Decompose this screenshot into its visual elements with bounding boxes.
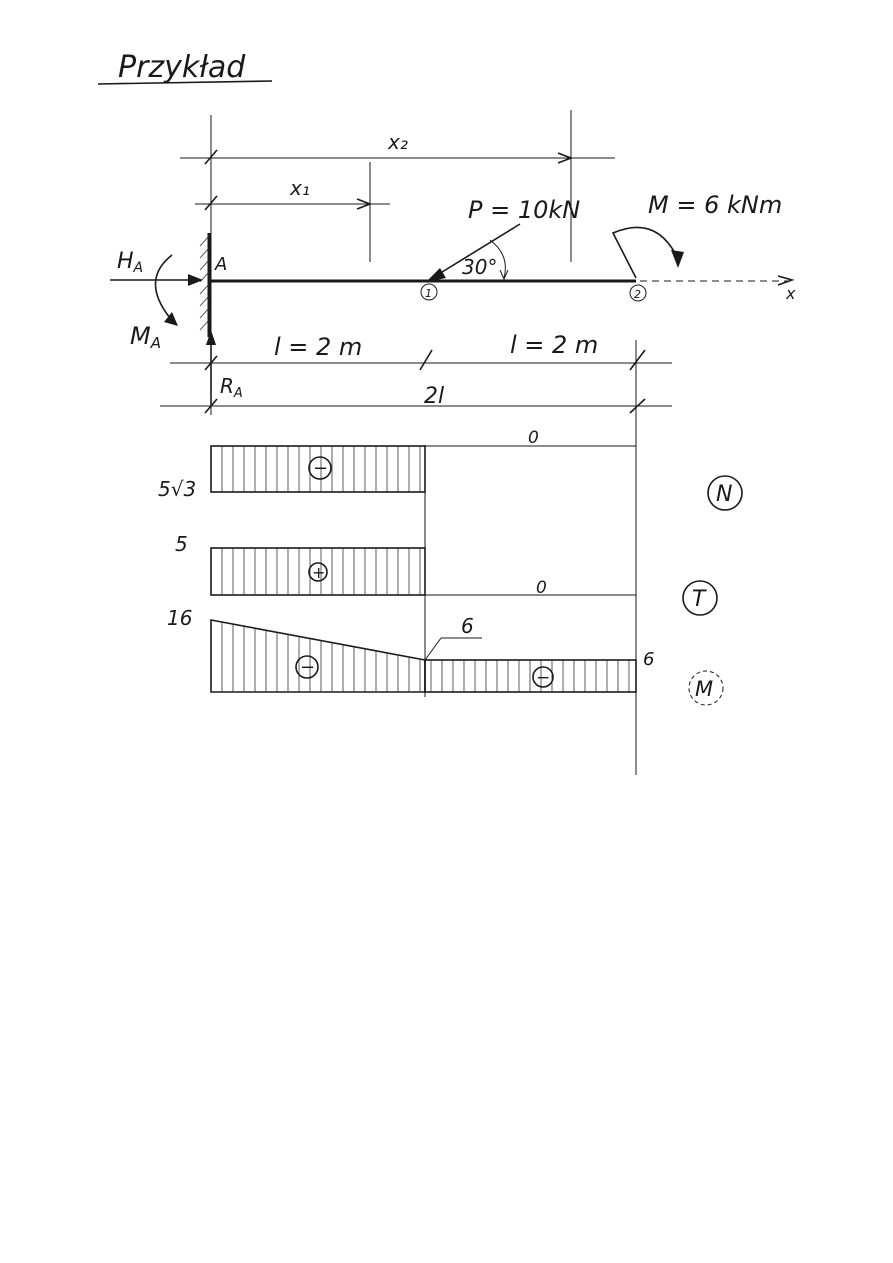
m-mid-value: 6: [461, 614, 474, 638]
m-sign-right: −: [536, 668, 550, 688]
dim-x2-arrow: [557, 152, 574, 164]
node-2: [629, 284, 647, 302]
angle-arc: [489, 239, 506, 279]
support-label: A: [214, 254, 227, 275]
t-diagram-name: T: [692, 587, 707, 612]
t-sign: +: [312, 563, 325, 582]
dim-span-right-label: l = 2 m: [510, 331, 598, 359]
moment-m-label: M = 6 kNm: [648, 191, 782, 219]
node-1-label: 1: [425, 287, 432, 300]
m-hatching: [221, 622, 630, 692]
dim-x1-arrow: [356, 198, 373, 210]
dim-span-tick-right: [629, 349, 646, 371]
n-diagram-name: N: [716, 482, 732, 507]
dim-span-tick-left: [204, 355, 218, 371]
force-p-line: [433, 223, 521, 278]
t-left-value: 5: [175, 532, 188, 556]
x-axis-label: x: [785, 284, 796, 303]
ra-arrow-head: [206, 330, 216, 345]
dim-span-left-label: l = 2 m: [274, 333, 362, 361]
ha-arrow-head: [188, 274, 203, 286]
n-right-value: 0: [528, 428, 539, 448]
m-diagram-name-circle: [688, 670, 724, 706]
t-left-block: [210, 547, 426, 596]
node-2-label: 2: [634, 288, 641, 301]
t-hatching: [221, 548, 421, 595]
m-mid-leader: [424, 637, 442, 661]
x-axis-arrow: [777, 275, 795, 286]
m-sign-left: −: [300, 657, 315, 678]
t-sign-circle: [308, 562, 328, 582]
ma-arrow-head: [164, 312, 178, 326]
m-end-value: 6: [643, 649, 654, 670]
force-p-label: P = 10kN: [468, 196, 580, 224]
n-sign-circle: [308, 456, 332, 480]
m-sign-circle-right: [532, 666, 554, 688]
m-left-block: [210, 619, 426, 693]
moment-m-arrow-head: [671, 250, 684, 268]
dim-total-label: 2l: [424, 384, 444, 409]
m-diagram-name: M: [695, 677, 713, 701]
angle-arc-arrow: [499, 269, 509, 281]
force-p-arrow-head: [426, 268, 446, 282]
dim-x1-label: x₁: [289, 176, 310, 200]
title: Przykład: [118, 50, 246, 85]
m-right-block: [424, 659, 637, 693]
support-hatching: [199, 235, 210, 331]
angle-label: 30°: [462, 255, 497, 279]
ma-label: MA: [130, 322, 161, 352]
n-left-value: 5√3: [158, 477, 196, 501]
ma-arc: [154, 254, 173, 319]
n-hatching: [221, 446, 421, 492]
n-diagram-name-circle: [707, 475, 743, 511]
n-sign: −: [313, 458, 328, 479]
dim-x2-label: x₂: [387, 130, 408, 154]
ra-label: RA: [220, 374, 243, 401]
t-right-value: 0: [536, 578, 547, 598]
n-left-block: [210, 445, 426, 493]
dim-x1-tick: [204, 195, 218, 211]
title-underline: [97, 80, 273, 85]
t-diagram-name-circle: [682, 580, 718, 616]
moment-m-arc: [611, 226, 677, 279]
node-1: [420, 283, 438, 301]
dim-total-tick-right: [629, 398, 646, 414]
dim-x2-tick: [204, 149, 218, 165]
dim-span-tick-mid: [419, 349, 433, 371]
dim-total-tick-left: [204, 398, 218, 414]
ha-label: HA: [117, 249, 143, 276]
m-start-value: 16: [167, 606, 192, 630]
m-sign-circle-left: [295, 655, 319, 679]
